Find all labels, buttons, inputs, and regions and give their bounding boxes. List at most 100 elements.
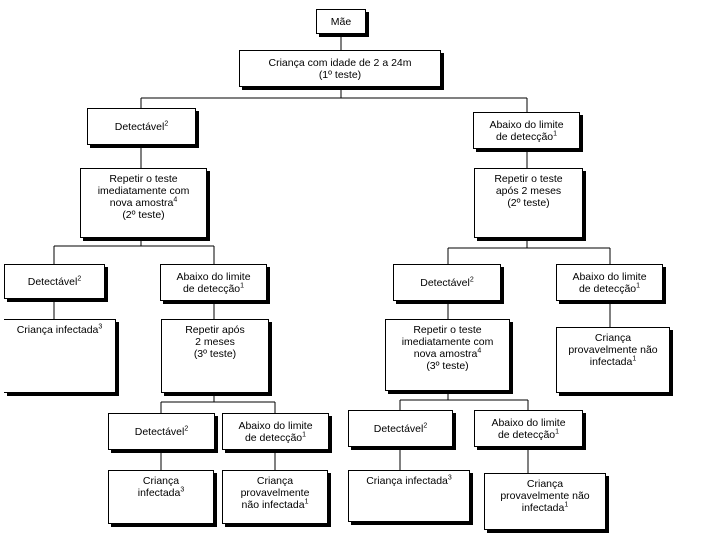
footnote-marker: 1 — [632, 355, 637, 363]
node-text-line: infectada1 — [521, 502, 569, 515]
node-text-line: nova amostra4 — [414, 348, 482, 361]
footnote-marker: 2 — [164, 120, 169, 127]
node-text: 2 meses — [195, 336, 235, 348]
node-text-line: após 2 meses — [496, 185, 561, 197]
node-text-line: Criança infectada3 — [366, 475, 452, 488]
node-text-line: Abaixo do limite — [176, 271, 250, 283]
node-text: Detectável — [373, 422, 424, 435]
node-text: Repetir o teste — [109, 173, 178, 185]
node-text-line: Repetir o teste — [413, 324, 481, 336]
node-text: nova amostra — [109, 197, 174, 209]
node-text-line: infectada1 — [589, 355, 637, 369]
node-text-line: de detecção1 — [182, 282, 244, 295]
node-text-line: Abaixo do limite — [238, 420, 312, 432]
node-text-line: Abaixo do limite — [491, 417, 565, 429]
node-text: Repetir após — [185, 324, 245, 336]
node-text-line: provavelmente — [241, 487, 310, 499]
node-text-line: não infectada1 — [241, 498, 309, 512]
node-text: (2º teste) — [507, 197, 550, 209]
node-text: Mãe — [330, 15, 352, 28]
footnote-marker: 1 — [302, 431, 307, 438]
node-text-line: de detecção1 — [497, 428, 560, 441]
node-text: (3º teste) — [193, 348, 237, 360]
node-text: Abaixo do limite — [176, 270, 251, 283]
node-text-line: provavelmente não — [568, 344, 657, 356]
node-text-line: Detectável2 — [420, 276, 474, 289]
node-text: Abaixo do limite — [491, 416, 566, 429]
node-text: após 2 meses — [495, 185, 562, 197]
node-text-line: nova amostra4 — [109, 196, 178, 210]
node-detectavel-1: Detectável2 — [87, 108, 196, 145]
node-text: imediatamente com — [401, 336, 494, 348]
node-text: (2º teste) — [122, 209, 165, 221]
node-text-line: Criança — [257, 475, 293, 487]
node-mae: Mãe — [316, 9, 366, 34]
node-text-line: Repetir após — [185, 324, 245, 336]
node-detectavel-2-left: Detectável2 — [4, 264, 105, 299]
node-text-line: Detectável2 — [373, 422, 428, 435]
node-crianca-idade-1-teste: Criança com idade de 2 a 24m(1º teste) — [239, 50, 441, 87]
node-text: de detecção — [495, 130, 554, 143]
node-text: provavelmente não — [500, 490, 590, 502]
node-text: Detectável — [114, 120, 165, 133]
node-text: infectada — [589, 356, 633, 368]
node-text: não infectada — [241, 499, 305, 511]
node-text: de detecção — [182, 282, 241, 295]
footnote-marker: 2 — [469, 276, 474, 283]
node-text-line: Abaixo do limite — [489, 119, 563, 131]
node-text-line: Repetir o teste — [109, 173, 177, 185]
node-text: Abaixo do limite — [238, 419, 313, 432]
node-crianca-infectada-bottom-right: Criança infectada3 — [348, 470, 470, 522]
node-text-line: provavelmente não — [500, 490, 589, 502]
node-text-line: imediatamente com — [98, 185, 190, 197]
footnote-marker: 1 — [553, 130, 558, 137]
node-text: Criança — [526, 478, 564, 490]
node-text-line: (3º teste) — [426, 360, 468, 372]
node-text-line: (2º teste) — [122, 209, 164, 221]
footnote-marker: 4 — [173, 196, 178, 204]
node-text-line: de detecção1 — [244, 431, 307, 444]
node-text: infectada — [137, 487, 181, 499]
node-text-line: 2 meses — [195, 336, 235, 348]
node-text-line: Detectável2 — [114, 120, 169, 133]
node-text: de detecção — [497, 428, 556, 441]
node-text: Criança infectada — [366, 475, 448, 487]
node-text-line: infectada3 — [137, 486, 185, 500]
node-text-line: Criança — [595, 332, 631, 344]
node-text-line: de detecção1 — [495, 130, 558, 143]
node-text: Detectável — [27, 275, 78, 288]
node-detectavel-3-left: Detectável2 — [108, 413, 215, 450]
node-text: (1º teste) — [318, 68, 362, 81]
footnote-marker: 2 — [77, 275, 82, 282]
footnote-marker: 1 — [555, 428, 560, 435]
node-text: Criança — [256, 475, 294, 487]
node-text: de detecção — [244, 431, 303, 444]
node-text-line: Mãe — [331, 16, 351, 28]
footnote-marker: 3 — [98, 323, 103, 331]
footnote-marker: 2 — [423, 422, 428, 429]
node-text: provavelmente — [240, 487, 310, 499]
node-text-line: Detectável2 — [27, 275, 82, 288]
node-text-line: (2º teste) — [507, 197, 549, 209]
node-text-line: (1º teste) — [319, 69, 361, 81]
node-text: infectada — [521, 502, 565, 514]
footnote-marker: 3 — [180, 486, 185, 494]
node-text-line: Criança infectada3 — [17, 323, 103, 337]
node-text: de detecção — [578, 282, 637, 295]
node-text: Repetir o teste — [494, 173, 563, 185]
node-text-line: Abaixo do limite — [572, 271, 646, 283]
node-text: Abaixo do limite — [489, 118, 564, 131]
footnote-marker: 1 — [304, 498, 309, 506]
node-text-line: Repetir o teste — [494, 173, 562, 185]
